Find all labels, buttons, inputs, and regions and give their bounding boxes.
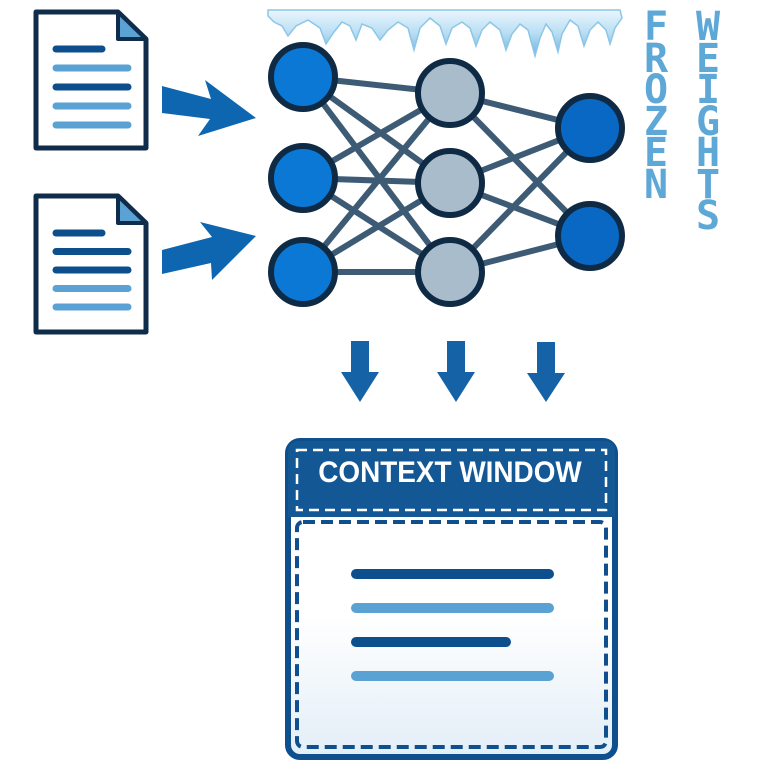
title-letter: W	[695, 4, 721, 50]
input-node	[268, 237, 338, 307]
document-icon	[33, 193, 149, 335]
title-letter: G	[695, 98, 721, 145]
arrow-down-icon	[527, 342, 565, 402]
input-node	[268, 143, 338, 213]
network-edge	[300, 91, 453, 274]
arrow-down-icon	[437, 341, 475, 402]
arrow-right-icon	[162, 222, 256, 280]
arrow-right-icon	[162, 80, 256, 136]
title-letter: E	[695, 35, 721, 82]
title-letter: E	[643, 130, 669, 176]
document-fold	[116, 10, 148, 41]
title-letter: N	[643, 161, 669, 208]
arrow-down-icon	[341, 341, 379, 402]
network-nodes	[268, 42, 625, 307]
title-letter: Z	[643, 98, 669, 145]
title-letter: O	[643, 67, 669, 113]
network-edge	[300, 75, 453, 274]
document-icon	[33, 9, 149, 151]
output-node	[555, 201, 625, 271]
title-letter: S	[695, 193, 721, 239]
title-letter: I	[695, 67, 721, 113]
context-window	[285, 438, 618, 760]
title-letter: T	[695, 161, 721, 208]
input-node	[268, 42, 338, 112]
title-letter: F	[643, 4, 669, 50]
document-fold	[116, 194, 148, 225]
hidden-node	[415, 237, 485, 307]
hidden-node	[415, 148, 485, 218]
hidden-node	[415, 58, 485, 128]
title-letter: H	[695, 130, 721, 176]
icicles-icon	[267, 9, 623, 59]
output-node	[555, 93, 625, 163]
context-text-lines	[351, 569, 554, 681]
title-letter: R	[643, 35, 669, 82]
context-window-label: CONTEXT WINDOW	[318, 456, 582, 489]
